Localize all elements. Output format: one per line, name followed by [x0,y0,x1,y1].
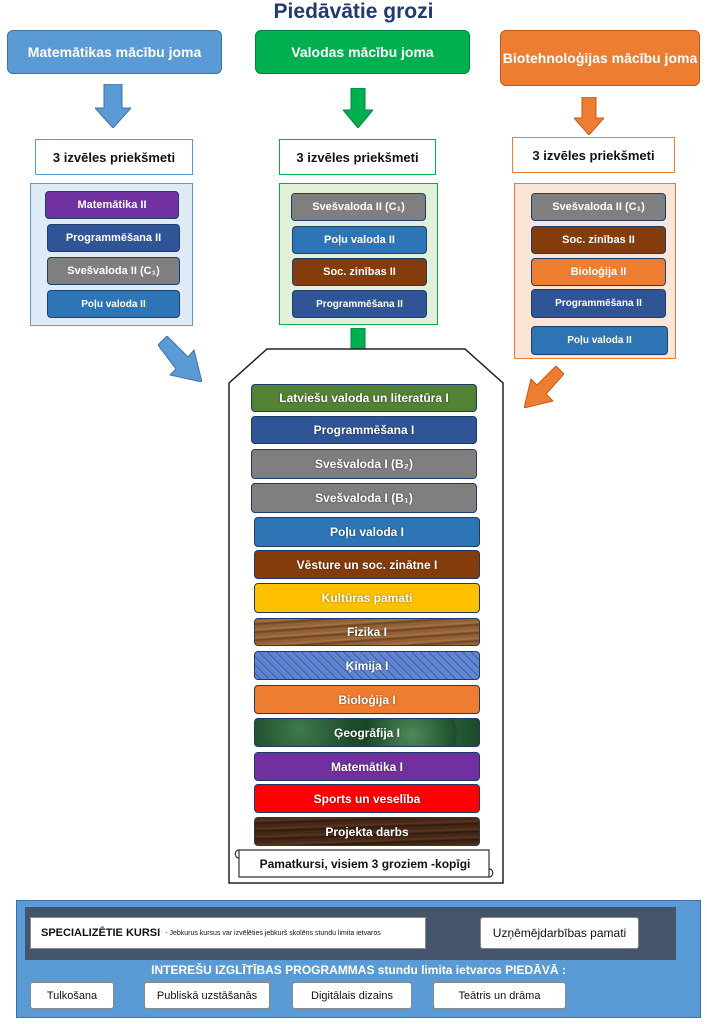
biotech-area-heading: Biotehnoloģijas mācību joma [500,30,700,86]
down-arrow-icon [343,88,373,128]
language-subject-2: Poļu valoda II [292,226,427,254]
language-subject-3: Soc. zinības II [292,258,427,286]
language-subject-1: Svešvaloda II (C₁) [291,193,426,221]
biotech-subject-2: Soc. zinības II [531,226,666,254]
math-choose-label: 3 izvēles priekšmeti [35,139,193,175]
core-basket-outline [228,348,504,884]
language-subject-4: Programmēšana II [292,290,427,318]
interest-heading: INTEREŠU IZGLĪTĪBAS PROGRAMMAS stundu li… [151,963,566,977]
core-course-biology: Bioloģija I [254,685,480,714]
language-area-heading: Valodas mācību joma [255,30,470,74]
program-public-speaking: Publiskā uzstāšanās [144,982,270,1009]
specialized-title: SPECIALIZĒTIE KURSI [41,927,161,939]
math-subject-2: Programmēšana II [47,224,180,252]
core-course-foreign-b2: Svešvaloda I (B₂) [251,449,477,479]
core-course-physics: Fizika I [254,618,480,646]
diagonal-arrow-icon [158,336,202,382]
program-translation: Tulkošana [30,982,114,1009]
entrepreneurship-course: Uzņēmējdarbības pamati [480,917,639,949]
down-arrow-icon [574,97,604,135]
down-arrow-icon [95,84,131,128]
diagonal-arrow-icon [524,366,564,408]
core-course-culture: Kultūras pamati [254,583,480,613]
biotech-subject-3: Bioloģija II [531,258,666,286]
math-subject-4: Poļu valoda II [47,290,180,318]
biotech-subject-1: Svešvaloda II (C₁) [531,193,666,221]
core-caption: Pamatkursi, visiem 3 groziem -kopīgi [259,857,471,871]
biotech-subject-5: Poļu valoda II [531,326,668,355]
core-course-programming: Programmēšana I [251,416,477,444]
core-course-latvian: Latviešu valoda un literatūra I [251,384,477,412]
core-course-history: Vēsture un soc. zinātne I [254,550,480,579]
biotech-choose-label: 3 izvēles priekšmeti [512,137,675,173]
scroll-banner [234,849,494,878]
program-digital-design: Digitālais dizains [292,982,412,1009]
math-subject-1: Matemātika II [45,191,179,219]
specialized-desc: - Jebkurus kursus var izvēlēties jebkurš… [165,929,381,937]
core-course-sports: Sports un veselība [254,784,480,813]
core-course-polish: Poļu valoda I [254,517,480,547]
math-subject-3: Svešvaloda II (C₁) [47,257,180,285]
core-course-geography: Ģeogrāfija I [254,718,480,747]
core-course-foreign-b1: Svešvaloda I (B₁) [251,483,477,513]
program-theatre: Teātris un drāma [433,982,566,1009]
biotech-subject-4: Programmēšana II [531,289,666,318]
core-course-math: Matemātika I [254,752,480,781]
math-area-heading: Matemātikas mācību joma [7,30,222,74]
core-course-project: Projekta darbs [254,817,480,846]
page-title: Piedāvātie grozi [273,0,434,23]
core-course-chemistry: Ķīmija I [254,651,480,680]
language-choose-label: 3 izvēles priekšmeti [279,139,436,175]
specialized-box: SPECIALIZĒTIE KURSI - Jebkurus kursus va… [30,917,426,949]
